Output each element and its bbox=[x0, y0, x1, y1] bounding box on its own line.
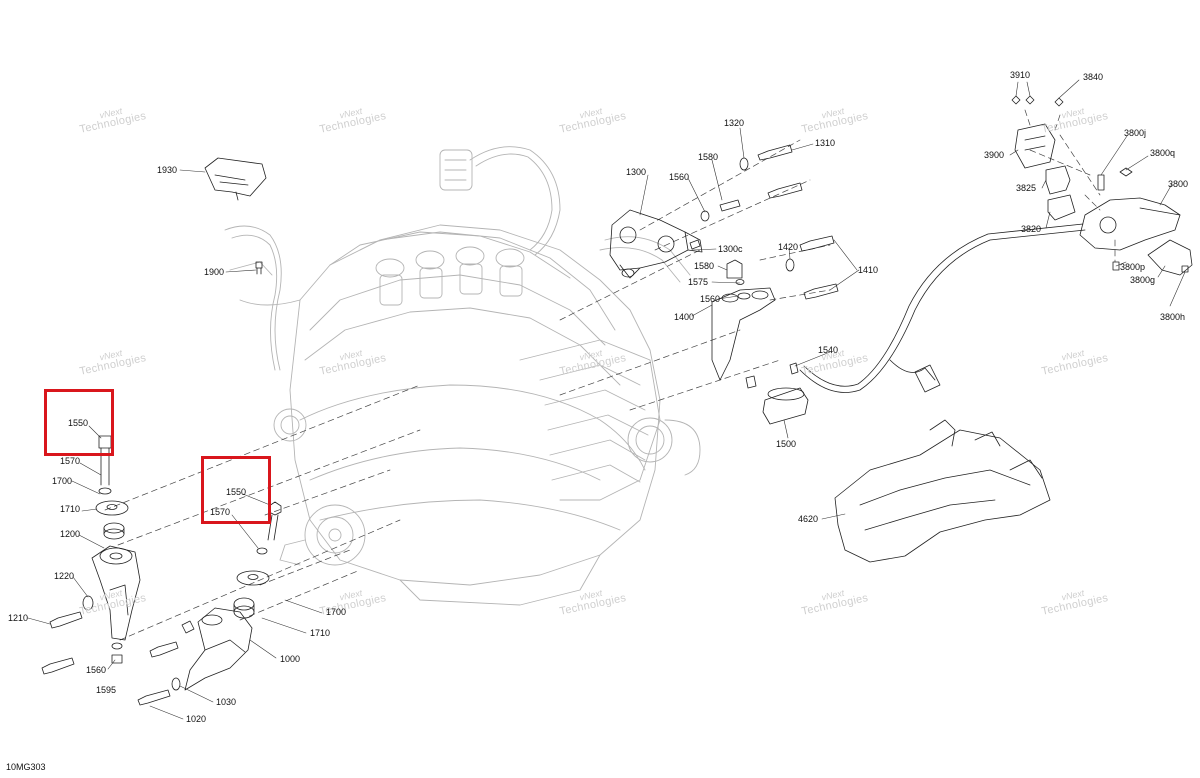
mount-1300-group bbox=[609, 144, 803, 279]
callout-1930[interactable]: 1930 bbox=[157, 165, 178, 175]
diagram-code: 10MG303 bbox=[6, 762, 46, 772]
callout-1560[interactable]: 1560 bbox=[86, 665, 107, 675]
mount-1400-group bbox=[711, 235, 839, 425]
callout-1710[interactable]: 1710 bbox=[60, 504, 81, 514]
callout-1220[interactable]: 1220 bbox=[54, 571, 75, 581]
callout-1580[interactable]: 1580 bbox=[698, 152, 719, 162]
mount-1200-group bbox=[41, 435, 141, 675]
callout-1410[interactable]: 1410 bbox=[858, 265, 879, 275]
callout-4620[interactable]: 4620 bbox=[798, 514, 819, 524]
callout-3800q[interactable]: 3800q bbox=[1150, 148, 1176, 158]
callout-1210[interactable]: 1210 bbox=[8, 613, 29, 623]
callout-1700[interactable]: 1700 bbox=[52, 476, 73, 486]
callout-1900[interactable]: 1900 bbox=[204, 267, 225, 277]
engine-block bbox=[224, 146, 701, 606]
callout-1550[interactable]: 1550 bbox=[68, 418, 89, 428]
callout-3800[interactable]: 3800 bbox=[1168, 179, 1189, 189]
heat-shield-4620 bbox=[834, 419, 1051, 563]
callout-1560[interactable]: 1560 bbox=[669, 172, 690, 182]
callout-3800g[interactable]: 3800g bbox=[1130, 275, 1156, 285]
callout-3900[interactable]: 3900 bbox=[984, 150, 1005, 160]
callout-1710[interactable]: 1710 bbox=[310, 628, 331, 638]
callout-1570[interactable]: 1570 bbox=[60, 456, 81, 466]
callout-1200[interactable]: 1200 bbox=[60, 529, 81, 539]
callout-1000[interactable]: 1000 bbox=[280, 654, 301, 664]
callout-1300[interactable]: 1300 bbox=[626, 167, 647, 177]
callout-1595[interactable]: 1595 bbox=[96, 685, 117, 695]
callout-1320[interactable]: 1320 bbox=[724, 118, 745, 128]
callout-1570[interactable]: 1570 bbox=[210, 507, 231, 517]
callout-1700[interactable]: 1700 bbox=[326, 607, 347, 617]
callout-1420[interactable]: 1420 bbox=[778, 242, 799, 252]
callout-1560[interactable]: 1560 bbox=[700, 294, 721, 304]
callout-3800p[interactable]: 3800p bbox=[1120, 262, 1146, 272]
callout-1575[interactable]: 1575 bbox=[688, 277, 709, 287]
callout-3800j[interactable]: 3800j bbox=[1124, 128, 1147, 138]
bracket-1930 bbox=[204, 157, 267, 201]
callout-1540[interactable]: 1540 bbox=[818, 345, 839, 355]
callout-1400[interactable]: 1400 bbox=[674, 312, 695, 322]
shifter-cable bbox=[799, 223, 1086, 393]
callout-1310[interactable]: 1310 bbox=[815, 138, 836, 148]
callout-3820[interactable]: 3820 bbox=[1021, 224, 1042, 234]
shifter-3800-group bbox=[1011, 95, 1193, 276]
callout-1030[interactable]: 1030 bbox=[216, 697, 237, 707]
callout-3840[interactable]: 3840 bbox=[1083, 72, 1104, 82]
callout-1580[interactable]: 1580 bbox=[694, 261, 715, 271]
callout-1550[interactable]: 1550 bbox=[226, 487, 247, 497]
screw-1900 bbox=[255, 261, 263, 275]
mount-1000-group bbox=[137, 501, 282, 706]
callout-3825[interactable]: 3825 bbox=[1016, 183, 1037, 193]
callout-1020[interactable]: 1020 bbox=[186, 714, 207, 724]
callout-3800h[interactable]: 3800h bbox=[1160, 312, 1186, 322]
callout-3910[interactable]: 3910 bbox=[1010, 70, 1031, 80]
leader-lines bbox=[27, 79, 1186, 720]
callout-1300c[interactable]: 1300c bbox=[718, 244, 743, 254]
callout-1500[interactable]: 1500 bbox=[776, 439, 797, 449]
